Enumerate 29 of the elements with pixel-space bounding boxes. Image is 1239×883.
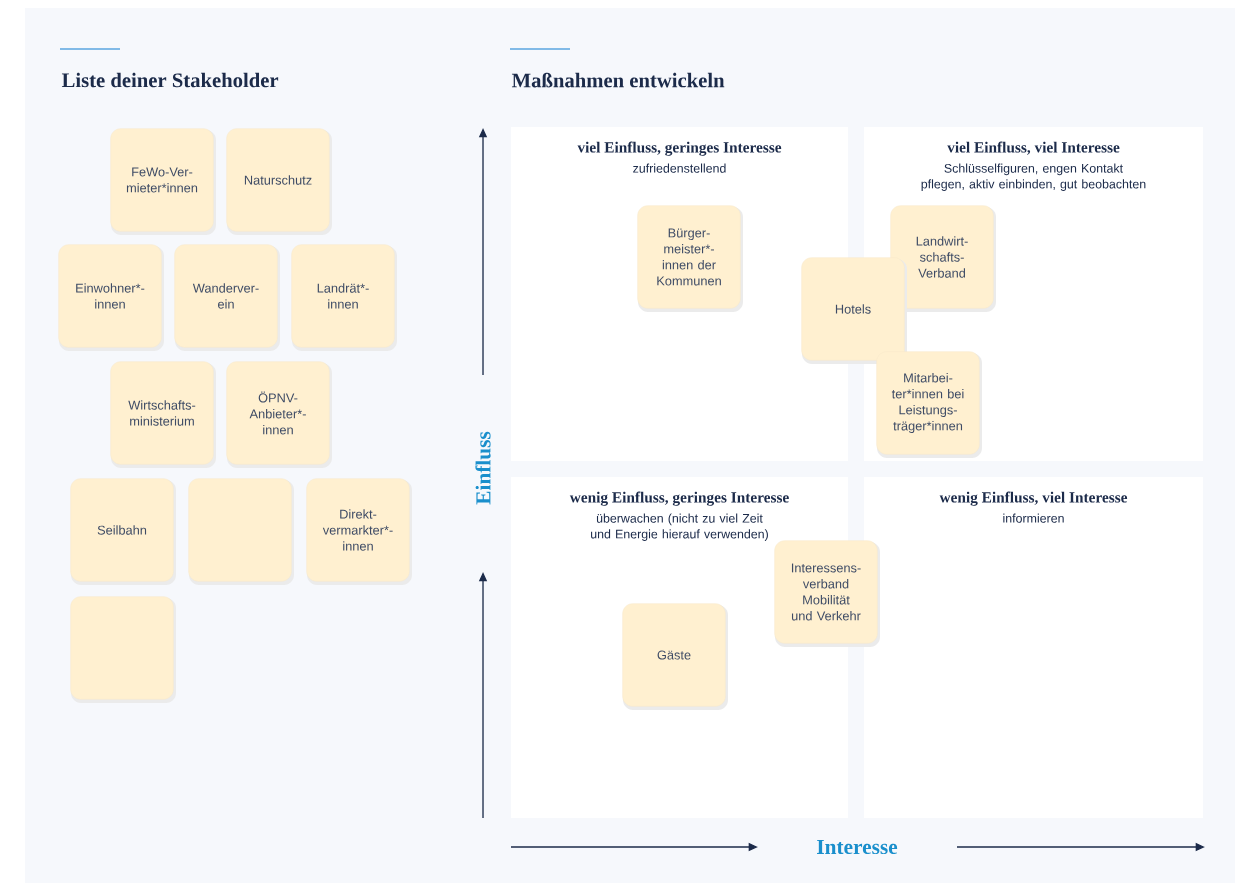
sticky-note: Seilbahn	[70, 478, 176, 585]
quadrant-heading: wenig Einfluss, geringes Interesse	[569, 491, 789, 506]
quadrant-heading: viel Einfluss, geringes Interesse	[577, 141, 782, 156]
sticky-note: Hotels	[801, 257, 907, 364]
quadrant-description: überwachen (nicht zu viel Zeit und Energie hierauf verwenden)	[591, 513, 768, 541]
sticky-note: Wirtschafts- ministerium	[110, 361, 216, 468]
sticky-note	[70, 596, 176, 703]
quadrant-description: Schlüsselfiguren, engen Kontakt pflegen, aktiv einbinden, gut beobachten	[921, 163, 1146, 191]
sticky-note: ÖPNV- Anbieter*- innen	[226, 361, 332, 468]
sticky-note: FeWo-Ver- mieter*innen	[110, 128, 216, 235]
sticky-note: Interessens- verband Mobilität und Verkehr	[774, 540, 880, 647]
sticky-note: Direkt- vermarkter*- innen	[306, 478, 412, 585]
axis-label: Interesse	[817, 839, 898, 855]
section-heading: Liste deiner Stakeholder	[61, 72, 279, 88]
sticky-note: Mitarbei- ter*innen bei Leistungs- träger*innen	[876, 351, 982, 458]
sticky-note: Landrät*- innen	[291, 244, 397, 351]
sticky-note: Wanderver- ein	[174, 244, 280, 351]
quadrant-heading: wenig Einfluss, viel Interesse	[939, 491, 1128, 506]
sticky-note	[188, 478, 294, 585]
quadrant-heading: viel Einfluss, viel Interesse	[947, 141, 1120, 155]
sticky-note: Einwohner*- innen	[58, 244, 164, 351]
sticky-note: Gäste	[622, 603, 728, 710]
sticky-note: Naturschutz	[226, 128, 332, 235]
quadrant-description: zufriedenstellend	[633, 163, 726, 173]
sticky-note: Landwirt- schafts- Verband	[890, 205, 996, 312]
section-heading: Maßnahmen entwickeln	[511, 72, 725, 88]
axis-label: Einfluss	[475, 431, 491, 505]
quadrant-description: informieren	[1003, 513, 1064, 523]
sticky-note: Bürger- meister*- innen der Kommunen	[637, 205, 743, 312]
